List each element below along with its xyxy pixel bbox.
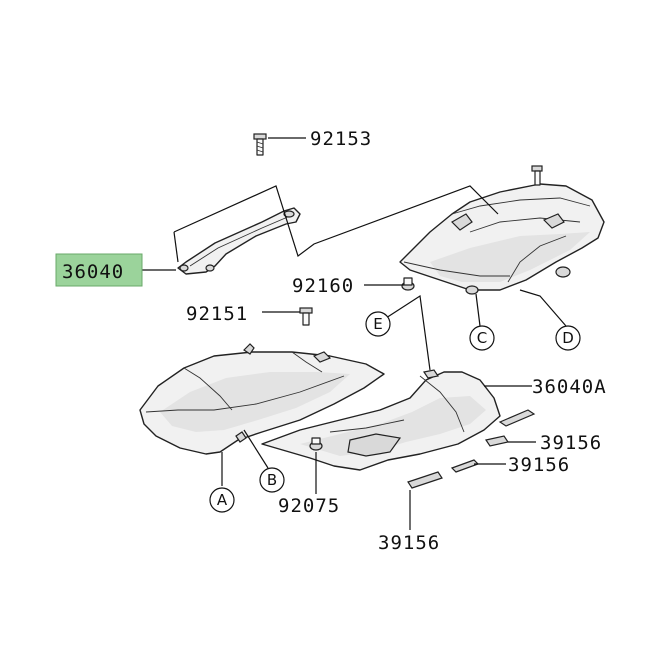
svg-text:B: B <box>267 471 277 489</box>
circle-ref-E: E <box>365 311 391 337</box>
pad-39156-bottom <box>407 471 443 489</box>
circle-ref-A: A <box>209 487 235 513</box>
leader-lines <box>142 137 567 530</box>
label-92075: 92075 <box>278 495 340 517</box>
svg-text:E: E <box>373 315 382 333</box>
upper-cover <box>399 165 605 291</box>
svg-text:A: A <box>217 491 228 509</box>
bracket-36040 <box>177 133 301 275</box>
highlight-box-36040 <box>55 253 143 287</box>
label-92153: 92153 <box>310 128 372 150</box>
label-36040A: 36040A <box>532 376 607 398</box>
label-39156-right: 39156 <box>540 432 602 454</box>
label-39156-bottom: 39156 <box>378 532 440 554</box>
bolt-92153 <box>253 133 267 156</box>
svg-text:D: D <box>562 329 574 347</box>
svg-text:C: C <box>477 329 487 347</box>
side-panel <box>139 307 385 455</box>
grommet-C <box>465 285 479 295</box>
pad-39156-mid <box>450 459 480 473</box>
grommet-E <box>401 277 415 291</box>
label-39156-mid: 39156 <box>508 454 570 476</box>
circle-ref-C: C <box>469 325 495 351</box>
label-92160: 92160 <box>292 275 354 297</box>
label-92151: 92151 <box>186 303 248 325</box>
circle-ref-D: D <box>555 325 581 351</box>
under-cover-36040A <box>261 369 501 471</box>
circle-ref-B: B <box>259 467 285 493</box>
label-36040: 36040 <box>62 261 124 283</box>
